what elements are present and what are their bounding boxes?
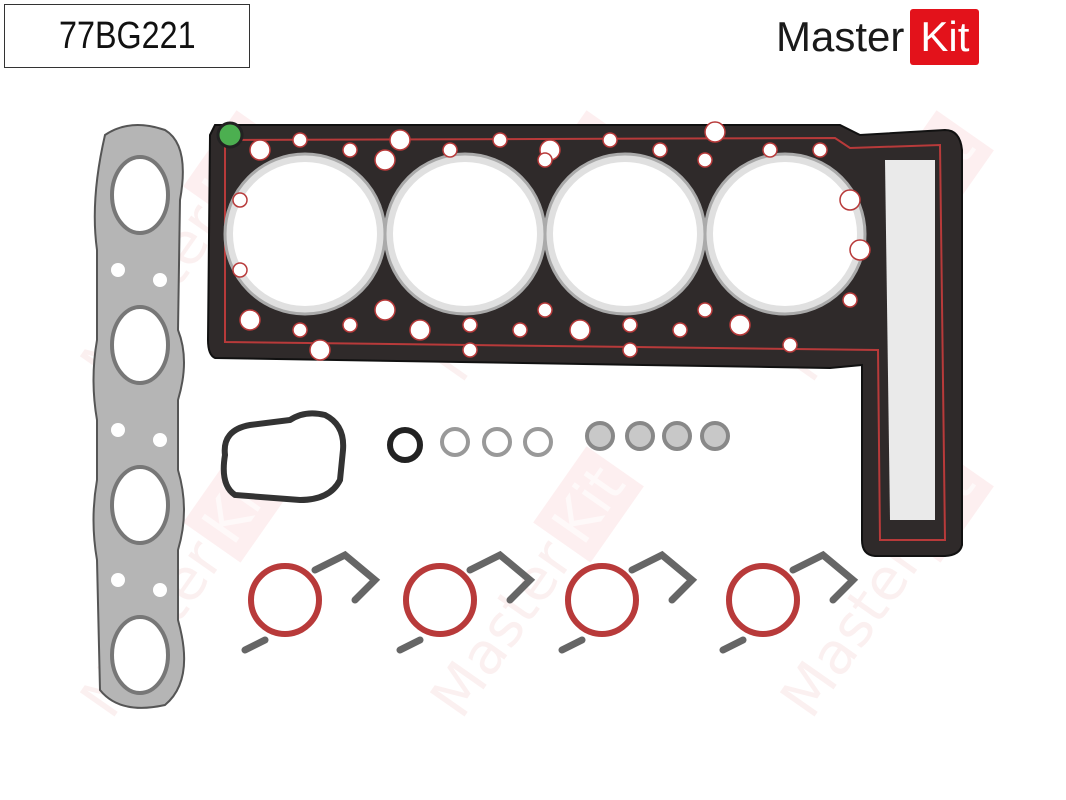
bolt-hole <box>292 132 308 148</box>
bolt-hole <box>622 342 638 358</box>
bolt-hole <box>537 152 553 168</box>
bolt-hole <box>374 299 396 321</box>
bolt-hole <box>652 142 668 158</box>
part-number: 77BG221 <box>58 14 196 57</box>
bolt-hole <box>704 121 726 143</box>
bolt-hole <box>492 132 508 148</box>
valve-seals <box>585 421 730 451</box>
bolt-hole <box>409 319 431 341</box>
bolt-hole <box>462 317 478 333</box>
exhaust-manifold-gasket <box>92 124 186 709</box>
intake-gaskets <box>241 550 859 654</box>
bolt-hole <box>672 322 688 338</box>
bolt-hole <box>462 342 478 358</box>
bolt-hole <box>512 322 528 338</box>
bolt-hole <box>309 339 331 361</box>
cylinder-head-gasket <box>206 121 963 557</box>
bolt-hole <box>249 139 271 161</box>
bolt-hole <box>812 142 828 158</box>
bolt-hole <box>782 337 798 353</box>
bolt-hole <box>839 189 861 211</box>
logo-mark: Kit <box>910 9 980 65</box>
bolt-hole <box>537 302 553 318</box>
bolt-hole <box>602 132 618 148</box>
intake-port-gasket <box>241 550 381 654</box>
intake-port-gasket <box>719 550 859 654</box>
bolt-hole <box>389 129 411 151</box>
bolt-hole <box>232 192 248 208</box>
bolt-hole <box>729 314 751 336</box>
bolt-hole <box>342 317 358 333</box>
bolt-hole <box>374 149 396 171</box>
part-number-box: 77BG221 <box>4 4 250 68</box>
bolt-hole <box>342 142 358 158</box>
bolt-hole <box>849 239 871 261</box>
logo-word: Master <box>776 13 905 60</box>
bolt-hole <box>697 152 713 168</box>
thermostat-gasket <box>220 410 347 504</box>
bolt-hole <box>842 292 858 308</box>
bolt-hole <box>697 302 713 318</box>
bolt-hole <box>569 319 591 341</box>
intake-port-gasket <box>558 550 698 654</box>
bolt-hole <box>622 317 638 333</box>
brand-logo: Master Kit <box>776 8 980 66</box>
bolt-hole <box>292 322 308 338</box>
bolt-hole <box>239 309 261 331</box>
bolt-hole <box>232 262 248 278</box>
bolt-hole <box>442 142 458 158</box>
intake-port-gasket <box>396 550 536 654</box>
o-rings <box>387 427 553 463</box>
bolt-hole <box>762 142 778 158</box>
